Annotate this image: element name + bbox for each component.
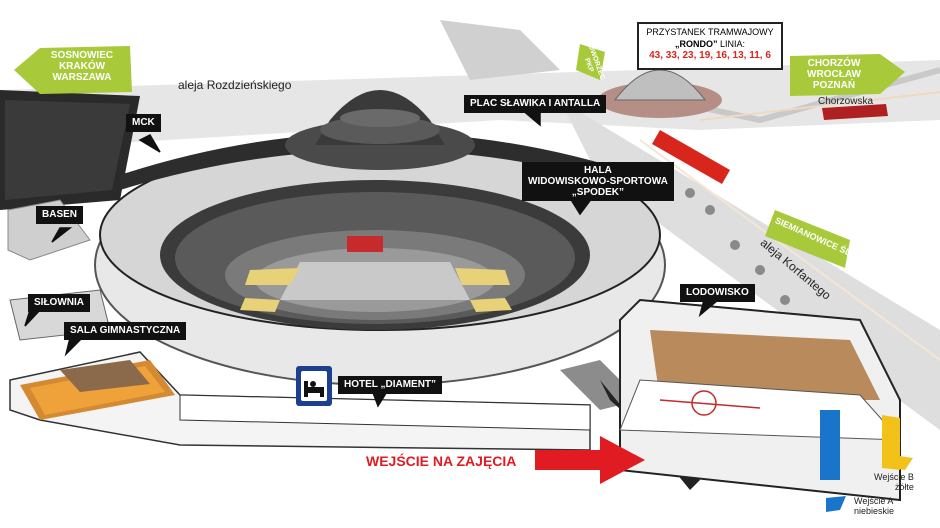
street-rozdzienskiego: aleja Rozdzieńskiego: [178, 78, 292, 92]
sign-west-line1: SOSNOWIEC: [50, 50, 114, 61]
sign-east: CHORZÓW WROCŁAW POZNAŃ: [790, 58, 878, 91]
label-basen: BASEN: [36, 206, 84, 224]
entrance-b-marker: [893, 455, 913, 470]
tram-stop-suffix: LINIA:: [717, 39, 745, 49]
entrance-a-line2: niebieskie: [854, 506, 895, 516]
sign-west-line2: KRAKÓW: [58, 61, 106, 72]
label-mck: MCK: [126, 114, 161, 132]
sign-southeast: [765, 210, 850, 268]
hotel-bed-icon: [296, 366, 332, 406]
sign-west-line3: WARSZAWA: [52, 72, 112, 83]
label-hala-line2: WIDOWISKOWO-SPORTOWA: [528, 176, 668, 187]
ice-rink-building: [619, 298, 902, 502]
spodek-hall: [94, 90, 666, 386]
label-lodowisko: LODOWISKO: [680, 284, 755, 302]
street-chorzowska: Chorzowska: [818, 96, 874, 107]
label-silownia: SIŁOWNIA: [28, 294, 90, 312]
sign-east-line2: WROCŁAW: [807, 69, 861, 80]
sign-east-arrow: [790, 54, 905, 96]
tram: [652, 104, 888, 184]
sign-north: [576, 44, 605, 80]
sign-west: SOSNOWIEC KRAKÓW WARSZAWA: [42, 50, 122, 83]
label-hotel: HOTEL „DIAMENT”: [338, 376, 443, 394]
entrance-a-marker: [826, 496, 846, 512]
label-plac: PLAC SŁAWIKA I ANTALLA: [464, 95, 607, 113]
tram-stop-title: PRZYSTANEK TRAMWAJOWY: [646, 27, 774, 37]
entrance-a-line1: Wejście A: [854, 496, 894, 506]
entry-label: WEJŚCIE NA ZAJĘCIA: [366, 453, 517, 469]
label-hala: HALA WIDOWISKOWO-SPORTOWA „SPODEK”: [522, 162, 674, 201]
entrance-a-label: Wejście A niebieskie: [854, 496, 894, 516]
tram-stop-subtitle: „RONDO” LINIA:: [639, 38, 781, 50]
entry-arrow: [535, 436, 645, 484]
hotel-bed-icon-inner: [301, 371, 327, 401]
sign-west-arrow: [14, 46, 132, 94]
label-sala: SALA GIMNASTYCZNA: [64, 322, 187, 340]
entrance-b-line2: żółte: [894, 482, 914, 492]
entrance-b-line1: Wejście B: [874, 472, 914, 482]
tram-stop-lines: 43, 33, 23, 19, 16, 13, 11, 6: [649, 50, 771, 61]
label-hala-line1: HALA: [584, 165, 612, 176]
entrance-b-label: Wejście B żółte: [874, 472, 914, 492]
tram-stop-name: „RONDO”: [674, 39, 718, 49]
label-hala-line3: „SPODEK”: [571, 187, 625, 198]
bed-glyph-icon: [304, 381, 324, 397]
sign-east-line3: POZNAŃ: [812, 80, 856, 91]
tram-stop-box: PRZYSTANEK TRAMWAJOWY „RONDO” LINIA: 43,…: [637, 22, 783, 70]
sign-east-line1: CHORZÓW: [807, 58, 861, 69]
